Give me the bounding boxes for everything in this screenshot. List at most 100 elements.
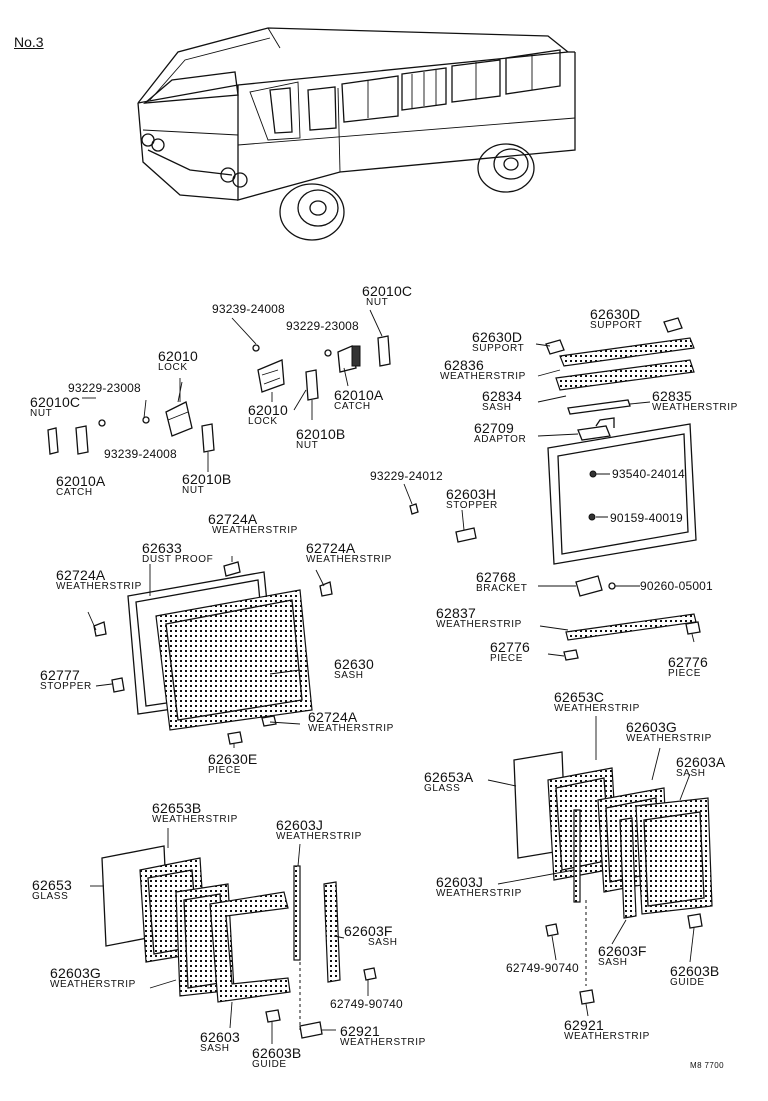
callout-93229-23008-top[interactable]: 93229-23008 — [286, 320, 359, 332]
callout-62835-weatherstrip[interactable]: 62835 WEATHERSTRIP — [652, 389, 738, 413]
callout-93239-24008-top[interactable]: 93239-24008 — [212, 303, 285, 315]
part-name: SASH — [482, 402, 512, 413]
callout-62603g-weatherstrip-right[interactable]: 62603G WEATHERSTRIP — [626, 720, 712, 744]
part-number: 62724A — [308, 709, 358, 725]
callout-62724a-weatherstrip-bottom[interactable]: 62724A WEATHERSTRIP — [308, 710, 394, 734]
part-number: 62777 — [40, 667, 80, 683]
part-number: 62603J — [436, 874, 484, 890]
part-name: CATCH — [56, 487, 93, 498]
callout-62776-piece-left[interactable]: 62776 PIECE — [490, 640, 530, 664]
callout-62653a-glass[interactable]: 62653A GLASS — [424, 770, 473, 794]
part-name: PIECE — [208, 765, 242, 776]
callout-62921-weatherstrip-right[interactable]: 62921 WEATHERSTRIP — [564, 1018, 650, 1042]
callout-62603j-weatherstrip-left[interactable]: 62603J WEATHERSTRIP — [276, 818, 362, 842]
part-name: SUPPORT — [472, 343, 525, 354]
part-number: 62653 — [32, 877, 72, 893]
callout-62603j-weatherstrip-right[interactable]: 62603J WEATHERSTRIP — [436, 875, 522, 899]
callout-62653c-weatherstrip[interactable]: 62653C WEATHERSTRIP — [554, 690, 640, 714]
part-number: 62630D — [472, 329, 523, 345]
callout-62749-90740-left[interactable]: 62749-90740 — [330, 998, 403, 1010]
part-number: 62836 — [444, 357, 484, 373]
footer-code: M8 7700 — [690, 1061, 724, 1070]
part-name: WEATHERSTRIP — [212, 525, 298, 536]
callout-62603b-guide-left[interactable]: 62603B GUIDE — [252, 1046, 301, 1070]
callout-62603g-weatherstrip-left[interactable]: 62603G WEATHERSTRIP — [50, 966, 136, 990]
callout-62010-lock-left[interactable]: 62010 LOCK — [158, 349, 198, 373]
callout-62603a-sash[interactable]: 62603A SASH — [676, 755, 725, 779]
callout-62630e-piece[interactable]: 62630E PIECE — [208, 752, 257, 776]
part-number: 62603F — [598, 943, 647, 959]
callout-62603h-stopper[interactable]: 62603H STOPPER — [446, 487, 498, 511]
callout-62653-glass[interactable]: 62653 GLASS — [32, 878, 72, 902]
callout-62630d-support-left[interactable]: 62630D SUPPORT — [472, 330, 524, 354]
part-number: 62603G — [50, 965, 102, 981]
leader-lines — [82, 343, 695, 1044]
callout-62776-piece-right[interactable]: 62776 PIECE — [668, 655, 708, 679]
callout-62010b-nut-left[interactable]: 62010B NUT — [182, 472, 231, 496]
part-number: 62709 — [474, 420, 514, 436]
lock-hardware — [47, 309, 391, 472]
callout-62603f-sash-right[interactable]: 62603F SASH — [598, 944, 647, 968]
part-number: 62837 — [436, 605, 476, 621]
callout-93229-23008-left[interactable]: 93229-23008 — [68, 382, 141, 394]
part-number: 93229-23008 — [286, 319, 359, 333]
callout-62010b-nut-right[interactable]: 62010B NUT — [296, 427, 345, 451]
callout-62010a-catch-left[interactable]: 62010A CATCH — [56, 474, 105, 498]
part-number: 62010B — [296, 426, 346, 442]
callout-62724a-weatherstrip-top[interactable]: 62724A WEATHERSTRIP — [208, 512, 298, 536]
part-name: WEATHERSTRIP — [340, 1037, 426, 1048]
part-number: 62010A — [56, 473, 106, 489]
callout-62010c-nut-left[interactable]: 62010C NUT — [30, 395, 80, 419]
callout-90260-05001[interactable]: 90260-05001 — [640, 580, 713, 592]
part-number: 62603B — [252, 1045, 302, 1061]
callout-62749-90740-right[interactable]: 62749-90740 — [506, 962, 579, 974]
callout-62603f-sash-left[interactable]: 62603F SASH — [344, 924, 398, 948]
callout-62836-weatherstrip[interactable]: 62836 WEATHERSTRIP — [440, 358, 526, 382]
callout-62768-bracket[interactable]: 62768 BRACKET — [476, 570, 527, 594]
callout-93540-24014[interactable]: 93540-24014 — [612, 468, 685, 480]
part-number: 62776 — [490, 639, 530, 655]
part-number: 62776 — [668, 654, 708, 670]
part-number: 62630E — [208, 751, 258, 767]
callout-93239-24008-left[interactable]: 93239-24008 — [104, 448, 177, 460]
part-name: WEATHERSTRIP — [276, 831, 362, 842]
callout-62630d-support-top[interactable]: 62630D SUPPORT — [590, 307, 642, 331]
part-number: 93239-24008 — [104, 447, 177, 461]
part-number: 62010C — [362, 283, 413, 299]
callout-62603-sash[interactable]: 62603 SASH — [200, 1030, 240, 1054]
callout-62709-adaptor[interactable]: 62709 ADAPTOR — [474, 421, 526, 445]
left-window-sash-assembly — [93, 561, 333, 745]
callout-62837-weatherstrip[interactable]: 62837 WEATHERSTRIP — [436, 606, 522, 630]
callout-62653b-weatherstrip[interactable]: 62653B WEATHERSTRIP — [152, 801, 238, 825]
part-name: PIECE — [490, 653, 524, 664]
part-name: NUT — [182, 485, 205, 496]
callout-62633-dust-proof[interactable]: 62633 DUST PROOF — [142, 541, 213, 565]
part-name: ADAPTOR — [474, 434, 527, 445]
part-number: 62603H — [446, 486, 497, 502]
part-number: 62834 — [482, 388, 522, 404]
part-number: 90159-40019 — [610, 511, 683, 525]
part-name: SASH — [200, 1043, 230, 1054]
part-name: SASH — [368, 937, 398, 948]
callout-90159-40019[interactable]: 90159-40019 — [610, 512, 683, 524]
part-name: WEATHERSTRIP — [652, 402, 738, 413]
callout-62724a-weatherstrip-right[interactable]: 62724A WEATHERSTRIP — [306, 541, 392, 565]
callout-62630-sash[interactable]: 62630 SASH — [334, 657, 374, 681]
part-name: NUT — [30, 408, 53, 419]
callout-62010-lock-right[interactable]: 62010 LOCK — [248, 403, 288, 427]
callout-62010a-catch-right[interactable]: 62010A CATCH — [334, 388, 383, 412]
callout-93229-24012[interactable]: 93229-24012 — [370, 470, 443, 482]
callout-62777-stopper[interactable]: 62777 STOPPER — [40, 668, 92, 692]
callout-62921-weatherstrip-left[interactable]: 62921 WEATHERSTRIP — [340, 1024, 426, 1048]
part-number: 62010 — [248, 402, 288, 418]
part-name: SASH — [676, 768, 706, 779]
callout-62834-sash[interactable]: 62834 SASH — [482, 389, 522, 413]
part-name: WEATHERSTRIP — [554, 703, 640, 714]
part-number: 62724A — [306, 540, 356, 556]
callout-62603b-guide-right[interactable]: 62603B GUIDE — [670, 964, 719, 988]
callout-62010c-nut-top[interactable]: 62010C NUT — [362, 284, 412, 308]
callout-62724a-weatherstrip-left[interactable]: 62724A WEATHERSTRIP — [56, 568, 142, 592]
part-name: WEATHERSTRIP — [440, 371, 526, 382]
part-number: 62603A — [676, 754, 726, 770]
